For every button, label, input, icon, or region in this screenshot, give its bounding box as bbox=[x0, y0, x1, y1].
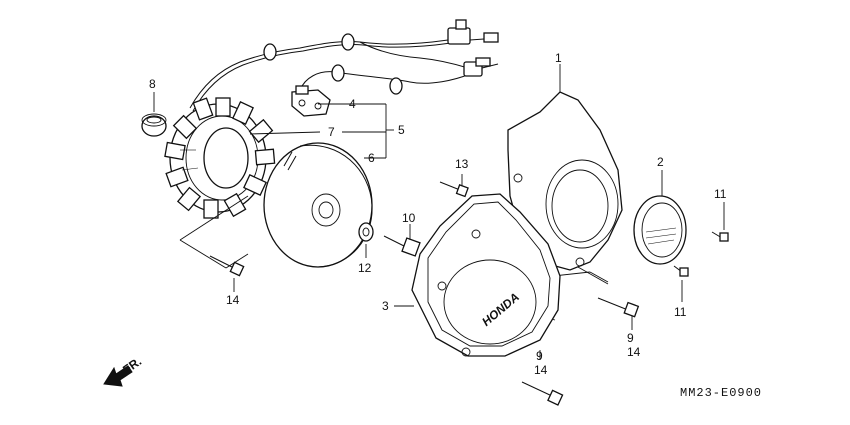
flywheel bbox=[263, 142, 373, 268]
callout-11-lower: 11 bbox=[674, 305, 687, 319]
collar bbox=[141, 113, 167, 137]
callout-3: 3 bbox=[382, 299, 389, 313]
bolt-11-upper bbox=[711, 231, 729, 242]
callout-11-upper: 11 bbox=[714, 187, 727, 201]
callout-7: 7 bbox=[328, 125, 335, 139]
bolt-13 bbox=[439, 181, 469, 198]
callout-12: 12 bbox=[358, 261, 372, 275]
front-direction-marker: FR. bbox=[103, 354, 144, 387]
callout-2: 2 bbox=[657, 155, 664, 169]
callout-9-bottom: 9 bbox=[536, 349, 543, 363]
callout-14-bottom: 14 bbox=[534, 363, 548, 377]
callout-8: 8 bbox=[149, 77, 156, 91]
callouts: 1 2 3 4 5 6 7 8 9 9 10 11 11 12 13 14 14… bbox=[149, 51, 727, 377]
callout-5: 5 bbox=[398, 123, 405, 137]
leader-lines bbox=[153, 64, 725, 360]
washer-12 bbox=[358, 222, 374, 242]
cap bbox=[633, 195, 687, 265]
callout-14-right: 14 bbox=[627, 345, 641, 359]
callout-4: 4 bbox=[349, 97, 356, 111]
pulse-generator bbox=[291, 85, 331, 117]
wire-harness bbox=[189, 19, 499, 112]
callout-6: 6 bbox=[368, 151, 375, 165]
bolt-10 bbox=[383, 235, 421, 257]
bolt-9-14-right bbox=[597, 297, 640, 318]
bolt-11-lower bbox=[673, 265, 689, 277]
callout-1: 1 bbox=[555, 51, 562, 65]
stator bbox=[164, 97, 276, 219]
crankcase-cover: HONDA bbox=[411, 193, 561, 357]
callout-14-left: 14 bbox=[226, 293, 240, 307]
bolt-14-left bbox=[209, 255, 245, 277]
front-arrow-icon bbox=[103, 365, 133, 387]
bolt-9-14-bottom bbox=[521, 381, 564, 406]
drawing-code: MM23-E0900 bbox=[680, 386, 762, 400]
callout-10: 10 bbox=[402, 211, 416, 225]
callout-9-right: 9 bbox=[627, 331, 634, 345]
callout-13: 13 bbox=[455, 157, 469, 171]
